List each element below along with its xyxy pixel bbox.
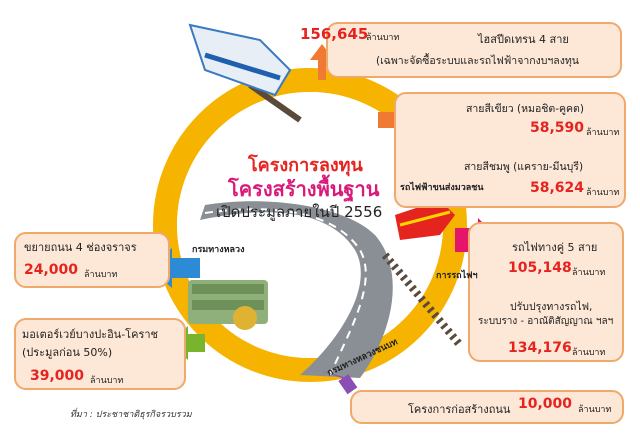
transit-pink-value: 58,624 — [530, 180, 585, 196]
railway-upgrade-value: 134,176 — [508, 340, 572, 356]
highspeed-note: (เฉพาะจัดซื้อระบบและรถไฟฟ้าจากงบฯลงทุน — [376, 55, 579, 67]
rural-road-value: 10,000 — [518, 396, 573, 412]
highspeed-train-stripe — [204, 52, 281, 81]
motorway-value: 39,000 — [30, 368, 85, 384]
center-title-line2: โครงสร้างพื้นฐาน — [228, 177, 380, 201]
highspeed-box — [326, 22, 622, 78]
highspeed-title: ไฮสปีดเทรน 4 สาย — [478, 33, 569, 46]
transit-pink-unit: ล้านบาท — [586, 188, 620, 198]
railway-upgrade-label2: ระบบราง - อาณัติสัญญาณ ฯลฯ — [478, 316, 614, 327]
railway-double-unit: ล้านบาท — [572, 268, 606, 278]
money-band-2 — [192, 300, 264, 310]
railway-train-stripe — [399, 210, 451, 227]
highspeed-unit: ล้านบาท — [366, 33, 400, 43]
highways-tag: กรมทางหลวง — [192, 245, 245, 255]
transit-green-unit: ล้านบาท — [586, 128, 620, 138]
arrow-down-purple — [321, 370, 358, 395]
highspeed-train-graphic — [188, 23, 292, 97]
motorway-note: (ประมูลก่อน 50%) — [22, 346, 113, 359]
rural-road-unit: ล้านบาท — [578, 405, 612, 415]
source-credit: ที่มา : ประชาชาติธุรกิจรวบรวม — [70, 410, 192, 420]
transit-pink-label: สายสีชมพู (แคราย-มีนบุรี) — [464, 161, 584, 173]
transit-green-value: 58,590 — [530, 120, 585, 136]
top-rail-track — [248, 82, 302, 123]
rural-road-label: โครงการก่อสร้างถนน — [408, 403, 511, 416]
transit-tag: รถไฟฟ้าขนส่งมวลชน — [400, 183, 484, 193]
rural-road-box — [350, 390, 624, 424]
road-widening-box — [14, 232, 170, 288]
motorway-unit: ล้านบาท — [90, 376, 124, 386]
railway-tag: การรถไฟฯ — [436, 271, 478, 281]
railway-double-value: 105,148 — [508, 260, 572, 276]
road-widening-unit: ล้านบาท — [84, 270, 118, 280]
center-title-line1: โครงการลงทุน — [248, 155, 363, 176]
highspeed-value: 156,645 — [300, 25, 369, 43]
arrow-left-green — [168, 326, 205, 360]
road-graphic — [200, 201, 393, 378]
transit-green-label: สายสีเขียว (หมอชิต-คูคต) — [466, 103, 584, 115]
railway-upgrade-unit: ล้านบาท — [572, 348, 606, 358]
right-rail-track — [381, 252, 464, 348]
coin-stack-graphic — [233, 306, 257, 330]
motorway-box — [14, 318, 186, 390]
road-widening-value: 24,000 — [24, 262, 79, 278]
motorway-label: มอเตอร์เวย์บางปะอิน-โคราช — [22, 328, 158, 341]
railway-upgrade-label1: ปรับปรุงทางรถไฟ, — [510, 301, 593, 313]
transit-box — [394, 92, 626, 208]
money-band-1 — [192, 284, 264, 294]
road-lines — [204, 208, 367, 376]
railway-double-label: รถไฟทางคู่ 5 สาย — [512, 241, 598, 254]
railway-box — [468, 222, 624, 362]
center-title-line3: เปิดประมูลภายในปี 2556 — [216, 203, 383, 221]
road-widening-label: ขยายถนน 4 ช่องจราจร — [24, 241, 137, 254]
